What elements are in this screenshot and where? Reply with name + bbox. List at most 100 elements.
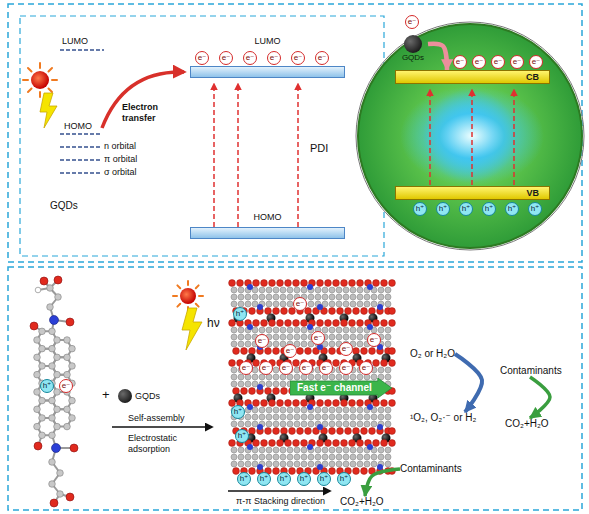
carbon-atom — [259, 414, 265, 420]
level-line — [60, 159, 100, 161]
orbital-bar — [190, 66, 345, 78]
carbon-atom — [69, 415, 76, 422]
oxygen-atom — [333, 320, 340, 327]
carbon-atom — [378, 287, 384, 293]
reaction-arrow — [365, 469, 400, 496]
nitrogen-atom — [367, 404, 373, 410]
electron-symbol: e⁻ — [279, 361, 293, 375]
hole-symbol: h⁺ — [237, 472, 251, 486]
carbon-atom — [280, 327, 286, 333]
carbon-atom — [315, 454, 321, 460]
carbon-atom — [343, 454, 349, 460]
oxygen-atom — [373, 280, 380, 287]
oxygen-atom — [305, 308, 312, 315]
oxygen-atom — [289, 428, 296, 435]
carbon-atom — [252, 381, 258, 387]
carbon-atom — [238, 374, 244, 380]
carbon-atom — [231, 327, 237, 333]
carbon-atom — [273, 294, 279, 300]
hole-symbol: h⁺ — [436, 202, 450, 216]
oxygen-atom — [373, 400, 380, 407]
oxygen-atom — [269, 280, 276, 287]
electron-symbol: e⁻ — [510, 55, 524, 69]
dot-symbol — [404, 35, 422, 53]
carbon-atom — [49, 397, 56, 404]
nitrogen-atom — [257, 464, 263, 470]
plus-sign: + — [102, 387, 110, 403]
oxygen-atom — [277, 400, 284, 407]
oxygen-atom — [325, 320, 332, 327]
carbon-atom — [294, 407, 300, 413]
channel-label: Fast e⁻ channel — [290, 378, 392, 398]
hydrogen-atom — [35, 287, 41, 293]
carbon-atom — [315, 407, 321, 413]
carbon-atom — [34, 389, 41, 396]
oxygen-atom — [249, 468, 256, 475]
excitation-arrow — [213, 84, 215, 227]
carbon-atom — [385, 367, 391, 373]
oxygen-atom — [325, 400, 332, 407]
oxygen-atom — [389, 348, 396, 355]
carbon-atom — [245, 461, 251, 467]
oxygen-atom — [269, 320, 276, 327]
carbon-atom — [231, 381, 237, 387]
carbon-atom — [49, 328, 56, 335]
carbon-atom — [385, 407, 391, 413]
carbon-atom — [57, 491, 64, 498]
carbon-atom — [64, 423, 71, 430]
oxygen-atom — [389, 320, 396, 327]
oxygen-atom — [301, 320, 308, 327]
oxygen-atom — [349, 280, 356, 287]
excitation-arrow — [513, 90, 515, 185]
oxygen-atom — [261, 280, 268, 287]
carbon-atom — [343, 407, 349, 413]
carbon-atom — [231, 294, 237, 300]
carbon-atom — [357, 374, 363, 380]
oxygen-atom — [261, 440, 268, 447]
carbon-atom — [322, 454, 328, 460]
carbon-atom — [371, 374, 377, 380]
oxygen-atom — [353, 468, 360, 475]
nitrogen-atom — [247, 324, 253, 330]
oxygen-atom — [229, 320, 236, 327]
sun-ray — [187, 281, 189, 285]
carbon-atom — [336, 461, 342, 467]
carbon-atom — [64, 337, 71, 344]
carbon-atom — [273, 447, 279, 453]
species-text: CO₂+H₂O — [505, 418, 549, 430]
carbon-atom — [252, 407, 258, 413]
oxygen-atom — [337, 428, 344, 435]
transfer-arrow — [428, 44, 447, 70]
carbon-atom — [329, 341, 335, 347]
carbon-atom — [336, 327, 342, 333]
species-label: Contaminants — [500, 365, 562, 377]
carbon-atom — [266, 301, 272, 307]
oxygen-atom — [345, 308, 352, 315]
carbon-atom — [329, 294, 335, 300]
carbon-atom — [54, 406, 61, 413]
carbon-atom — [266, 414, 272, 420]
carbon-atom — [336, 407, 342, 413]
sun-ray — [39, 92, 41, 97]
carbon-atom — [287, 447, 293, 453]
material-label: PDI — [310, 142, 328, 155]
oxygen-atom — [241, 348, 248, 355]
oxygen-atom — [349, 320, 356, 327]
carbon-atom — [343, 334, 349, 340]
carbon-atom — [308, 374, 314, 380]
carbon-atom — [301, 447, 307, 453]
oxygen-atom — [293, 440, 300, 447]
glow — [400, 86, 544, 186]
material-label: GQDs — [50, 200, 78, 212]
oxygen-atom — [66, 318, 74, 326]
oxygen-atom — [361, 428, 368, 435]
carbon-atom — [301, 407, 307, 413]
carbon-atom — [273, 461, 279, 467]
oxygen-atom — [353, 348, 360, 355]
carbon-atom — [378, 327, 384, 333]
carbon-atom — [252, 414, 258, 420]
carbon-atom — [371, 461, 377, 467]
hole-symbol: h⁺ — [231, 405, 245, 419]
carbon-atom — [273, 374, 279, 380]
carbon-atom — [322, 447, 328, 453]
